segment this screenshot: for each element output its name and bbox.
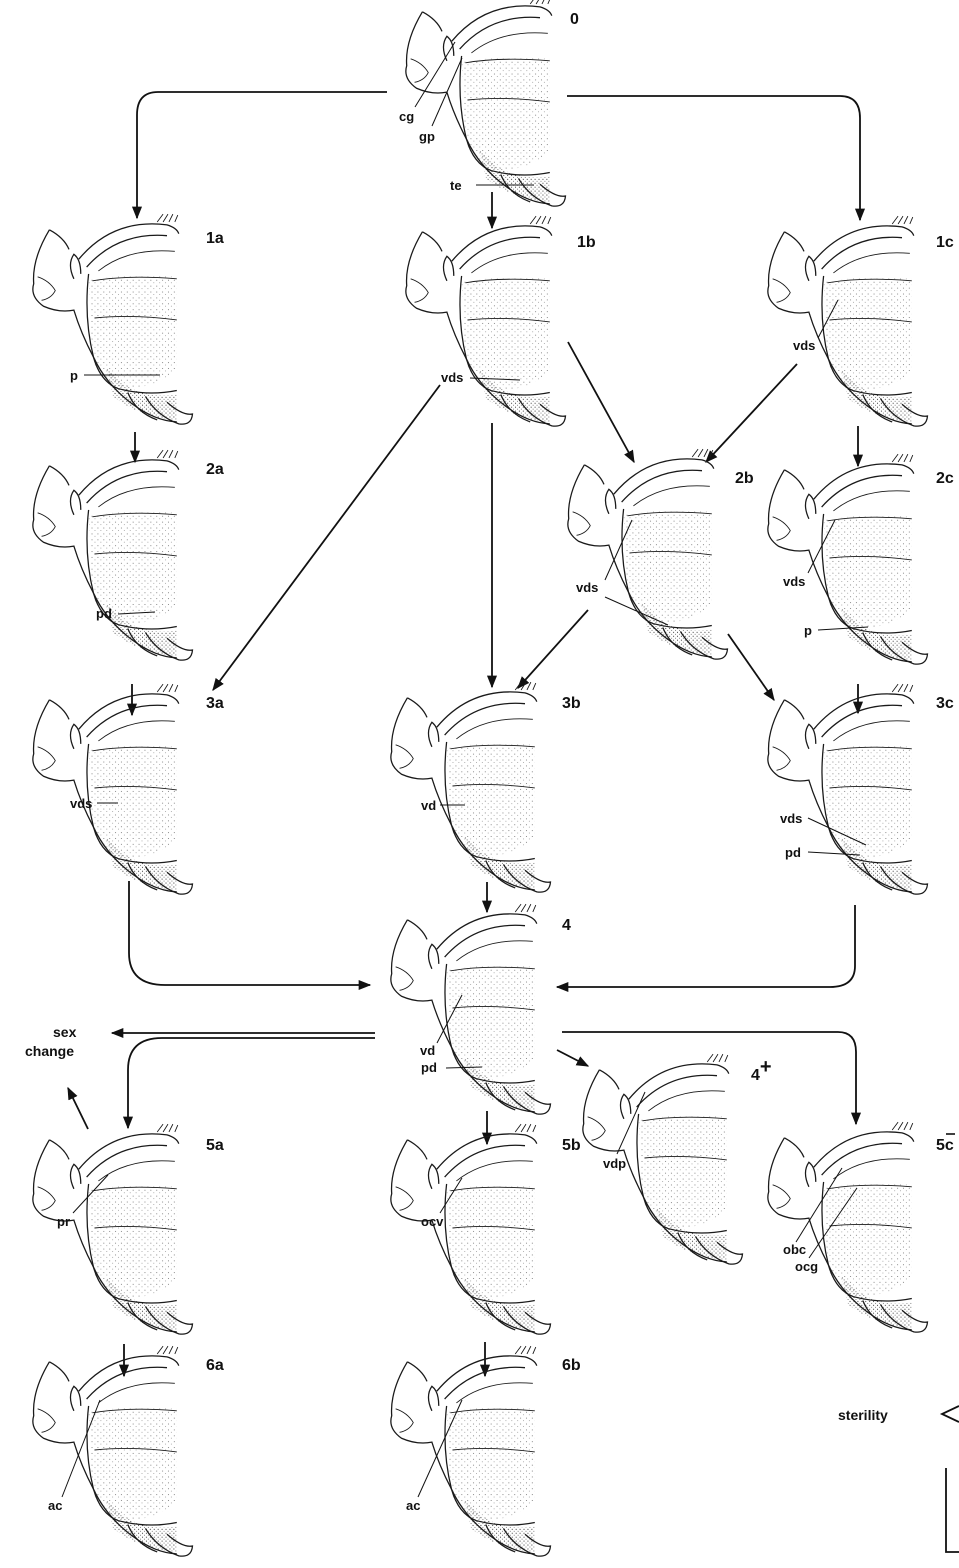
part-label-pr: pr (57, 1214, 70, 1229)
stage-label-2a: 2a (206, 461, 224, 478)
part-label-vd-3b: vd (421, 798, 436, 813)
stage-6a-drawing (33, 1346, 193, 1556)
stage-label-1b: 1b (577, 234, 596, 251)
part-label-vdp: vdp (603, 1156, 626, 1171)
stage-4-drawing (391, 904, 551, 1114)
stage-label-3a: 3a (206, 695, 224, 712)
stage-labels: 0 1a 1b 1c 2a 2b 2c 3a 3b 3c 4 4+ 5a 5b … (206, 11, 955, 1374)
part-label-vds-3c: vds (780, 811, 802, 826)
arrow-3c-4 (557, 905, 855, 987)
part-label-vds-1c: vds (793, 338, 815, 353)
stage-2a-drawing (33, 450, 193, 660)
part-label-cg: cg (399, 109, 414, 124)
arrow-4-5c (562, 1032, 856, 1124)
part-label-te: te (450, 178, 462, 193)
stage-label-6b: 6b (562, 1357, 581, 1374)
stage-label-0: 0 (570, 11, 579, 28)
stage-1a-drawing (33, 214, 193, 424)
part-label-p-2c: p (804, 623, 812, 638)
arrow-5c-sterility (942, 1406, 959, 1422)
stage-1b-drawing (406, 216, 566, 426)
stage-label-6a: 6a (206, 1357, 224, 1374)
outcome-sex-change-line2: change (25, 1043, 74, 1059)
part-label-gp: gp (419, 129, 435, 144)
part-label-ocg: ocg (795, 1259, 818, 1274)
stage-5c-drawing (768, 1122, 928, 1332)
arrow-2b-3c (728, 634, 774, 700)
part-label-vds-1b: vds (441, 370, 463, 385)
arrow-4-4plus (557, 1050, 588, 1066)
stage-1c-drawing (768, 216, 928, 426)
arrow-1b-3a (213, 385, 440, 690)
arrow-4-5a (128, 1038, 375, 1128)
stage-label-1c: 1c (936, 234, 954, 251)
stage-label-3b: 3b (562, 695, 581, 712)
stage-panels (33, 0, 928, 1556)
stage-3b-drawing (391, 682, 551, 892)
stage-label-2c: 2c (936, 470, 954, 487)
outcome-sex-change-line1: sex (53, 1024, 77, 1040)
stage-label-5a: 5a (206, 1137, 224, 1154)
arrow-0-1c (567, 96, 860, 220)
stage-label-5c: 5c (936, 1137, 954, 1154)
stage-3c-drawing (768, 684, 928, 894)
stage-2c-drawing (768, 454, 928, 664)
part-label-p-1a: p (70, 368, 78, 383)
stage-label-2b: 2b (735, 470, 754, 487)
part-label-vds-3a: vds (70, 796, 92, 811)
arrow-1c-2b (706, 364, 797, 462)
part-label-ac-6b: ac (406, 1498, 420, 1513)
arrow-2b-3b (518, 610, 588, 688)
stage-5a-drawing (33, 1124, 193, 1334)
stage-0-drawing (406, 0, 566, 206)
arrow-0-1a (137, 92, 387, 218)
stage-label-4plus: 4+ (751, 1056, 772, 1084)
stage-6b-drawing (391, 1346, 551, 1556)
stage-label-3c: 3c (936, 695, 954, 712)
leader-gp (432, 58, 462, 126)
part-label-pd-2a: pd (96, 606, 112, 621)
outcome-sterility: sterility (838, 1407, 888, 1423)
stage-label-4: 4 (562, 917, 571, 934)
stage-label-1a: 1a (206, 230, 224, 247)
part-label-pd-4: pd (421, 1060, 437, 1075)
arrow-1b-2b (568, 342, 634, 462)
part-label-vds-2b: vds (576, 580, 598, 595)
part-label-ocv: ocv (421, 1214, 444, 1229)
part-label-vd-4: vd (420, 1043, 435, 1058)
corner-bracket (946, 1468, 959, 1552)
stage-label-5b: 5b (562, 1137, 581, 1154)
stage-3a-drawing (33, 684, 193, 894)
part-label-pd-3c: pd (785, 845, 801, 860)
arrow-3a-4 (129, 881, 370, 985)
part-label-vds-2c: vds (783, 574, 805, 589)
part-label-ac-6a: ac (48, 1498, 62, 1513)
stage-5b-drawing (391, 1124, 551, 1334)
stage-2b-drawing (568, 449, 728, 659)
part-label-obc: obc (783, 1242, 806, 1257)
arrow-5a-sex-change (68, 1088, 88, 1129)
